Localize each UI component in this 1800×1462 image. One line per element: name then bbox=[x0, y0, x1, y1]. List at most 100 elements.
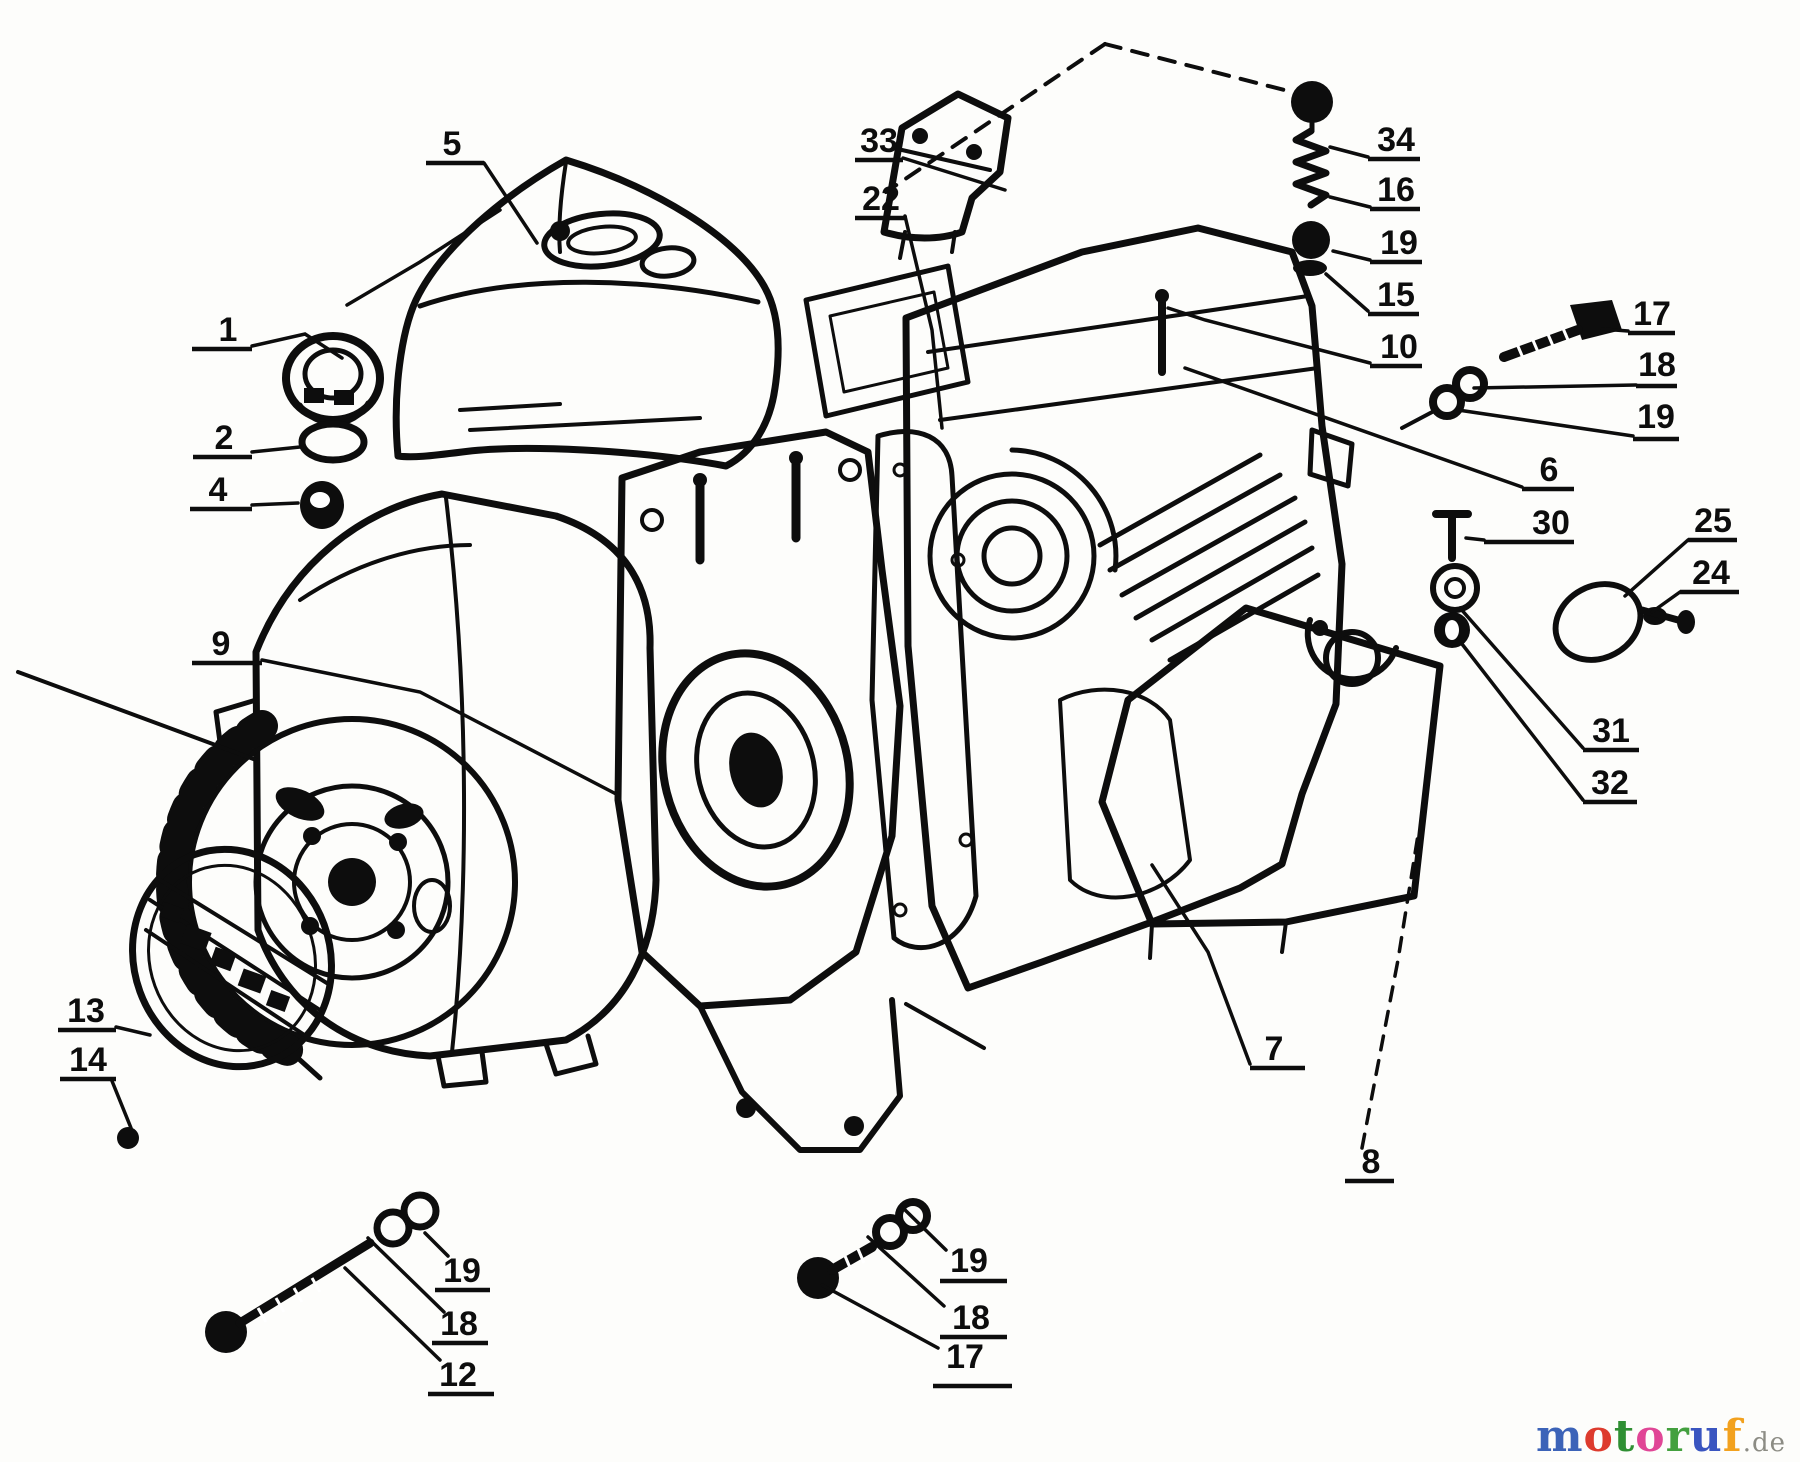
part-label-8: 8 bbox=[1362, 1143, 1381, 1181]
leader-line-16 bbox=[1328, 195, 1372, 209]
leader-line-4 bbox=[250, 501, 300, 507]
leader-line-31 bbox=[1458, 606, 1585, 750]
scan-stray-lines bbox=[16, 670, 986, 1050]
leader-line-14 bbox=[110, 1079, 133, 1130]
side-bolt-assembly bbox=[1400, 300, 1622, 430]
center-gasket bbox=[869, 429, 979, 951]
part-label-24: 24 bbox=[1692, 554, 1730, 592]
leader-line-19-tr bbox=[1331, 249, 1372, 262]
fan-housing bbox=[213, 490, 660, 1089]
tank-grommet bbox=[1434, 612, 1470, 648]
oval-cover bbox=[1552, 581, 1644, 663]
part-label-25: 25 bbox=[1694, 502, 1732, 540]
part-callout-8: 8 bbox=[1345, 833, 1420, 1184]
part-label-2: 2 bbox=[215, 419, 234, 457]
leader-line-5 bbox=[345, 208, 502, 307]
watermark-letter: u bbox=[1689, 1411, 1723, 1462]
leader-line-24 bbox=[1650, 590, 1682, 614]
part-callout-30: 30 bbox=[1464, 504, 1574, 545]
leader-line-30 bbox=[1464, 536, 1486, 542]
leader-line-8 bbox=[1360, 833, 1420, 1150]
part-label-19-bl: 19 bbox=[443, 1252, 481, 1290]
fuel-tank bbox=[1098, 604, 1444, 960]
part-callout-24: 24 bbox=[1650, 554, 1739, 614]
leader-line-5 bbox=[482, 161, 539, 245]
part-label-22: 22 bbox=[862, 180, 900, 218]
detent-ball bbox=[1292, 221, 1330, 259]
part-callout-17-bm: 17 bbox=[820, 1283, 1012, 1389]
leader-line-19-bl bbox=[423, 1231, 450, 1258]
part-callout-18-bm: 18 bbox=[866, 1235, 1007, 1340]
cylinder-cover bbox=[392, 156, 782, 470]
part-callout-13: 13 bbox=[58, 992, 152, 1037]
part-label-30: 30 bbox=[1532, 504, 1570, 542]
detent-spring bbox=[1292, 127, 1330, 209]
cap-gasket-ring bbox=[298, 420, 368, 464]
part-callout-19-bm: 19 bbox=[900, 1205, 1007, 1284]
watermark-letter: o bbox=[1583, 1411, 1614, 1462]
leader-line-18-bl bbox=[366, 1236, 446, 1314]
leader-line-33 bbox=[901, 156, 1007, 192]
part-label-14: 14 bbox=[69, 1041, 107, 1079]
leader-line-17-r bbox=[1600, 327, 1630, 333]
leader-line-6 bbox=[1183, 366, 1524, 489]
leader-line-10 bbox=[1166, 306, 1372, 365]
part-callout-17-r: 17 bbox=[1600, 295, 1675, 336]
leader-line-22 bbox=[903, 214, 944, 430]
part-label-10: 10 bbox=[1380, 328, 1418, 366]
rear-gasket bbox=[1058, 687, 1192, 900]
cover-screw bbox=[1638, 606, 1695, 634]
part-label-4: 4 bbox=[209, 471, 228, 509]
part-label-7: 7 bbox=[1265, 1030, 1284, 1068]
part-label-17-bm: 17 bbox=[946, 1338, 984, 1376]
retainer-pin bbox=[1432, 510, 1472, 562]
leader-line-25 bbox=[1623, 538, 1690, 598]
leader-line-7 bbox=[1150, 863, 1252, 1066]
part-callout-15: 15 bbox=[1324, 272, 1419, 317]
recoil-starter-plate bbox=[129, 845, 335, 1081]
part-label-19-tr: 19 bbox=[1380, 224, 1418, 262]
leader-line-32 bbox=[1460, 642, 1585, 802]
part-label-1: 1 bbox=[219, 311, 238, 349]
part-callout-18-r: 18 bbox=[1472, 346, 1677, 390]
part-callout-12: 12 bbox=[343, 1266, 494, 1397]
long-bolt-left bbox=[205, 1191, 440, 1353]
part-label-19-r: 19 bbox=[1637, 398, 1675, 436]
part-callout-9: 9 bbox=[192, 625, 620, 797]
tank-washer bbox=[1430, 563, 1480, 613]
part-callout-22: 22 bbox=[855, 180, 944, 430]
plate-screw bbox=[117, 1127, 139, 1149]
watermark-letter: r bbox=[1665, 1411, 1690, 1462]
leader-line-34 bbox=[1328, 145, 1370, 159]
part-callout-2: 2 bbox=[193, 419, 302, 460]
part-label-13: 13 bbox=[67, 992, 105, 1030]
part-callout-19-r: 19 bbox=[1456, 398, 1679, 442]
part-callout-5: 5 bbox=[345, 125, 539, 307]
watermark-suffix: .de bbox=[1742, 1428, 1786, 1458]
part-label-15: 15 bbox=[1377, 276, 1415, 314]
part-callout-18-bl: 18 bbox=[366, 1236, 488, 1346]
leader-line-12 bbox=[343, 1266, 442, 1362]
watermark-letter: f bbox=[1722, 1411, 1743, 1462]
leader-line-15 bbox=[1324, 272, 1370, 313]
part-label-9: 9 bbox=[212, 625, 231, 663]
part-label-16: 16 bbox=[1377, 171, 1415, 209]
part-callout-34: 34 bbox=[1328, 121, 1420, 162]
part-label-17-r: 17 bbox=[1633, 295, 1671, 333]
part-label-6: 6 bbox=[1540, 451, 1559, 489]
part-label-19-bm: 19 bbox=[950, 1242, 988, 1280]
part-label-34: 34 bbox=[1377, 121, 1415, 159]
assembly-alignment-lines bbox=[884, 42, 1294, 194]
intake-plate bbox=[803, 263, 971, 419]
part-label-18-r: 18 bbox=[1638, 346, 1676, 384]
part-label-33: 33 bbox=[860, 122, 898, 160]
part-label-32: 32 bbox=[1591, 764, 1629, 802]
part-callout-31: 31 bbox=[1458, 606, 1639, 753]
leader-line-17-bm bbox=[820, 1283, 940, 1350]
part-callout-16: 16 bbox=[1328, 171, 1420, 212]
watermark-letter: m bbox=[1535, 1411, 1584, 1462]
part-callout-25: 25 bbox=[1623, 502, 1737, 598]
part-callout-14: 14 bbox=[60, 1041, 133, 1130]
